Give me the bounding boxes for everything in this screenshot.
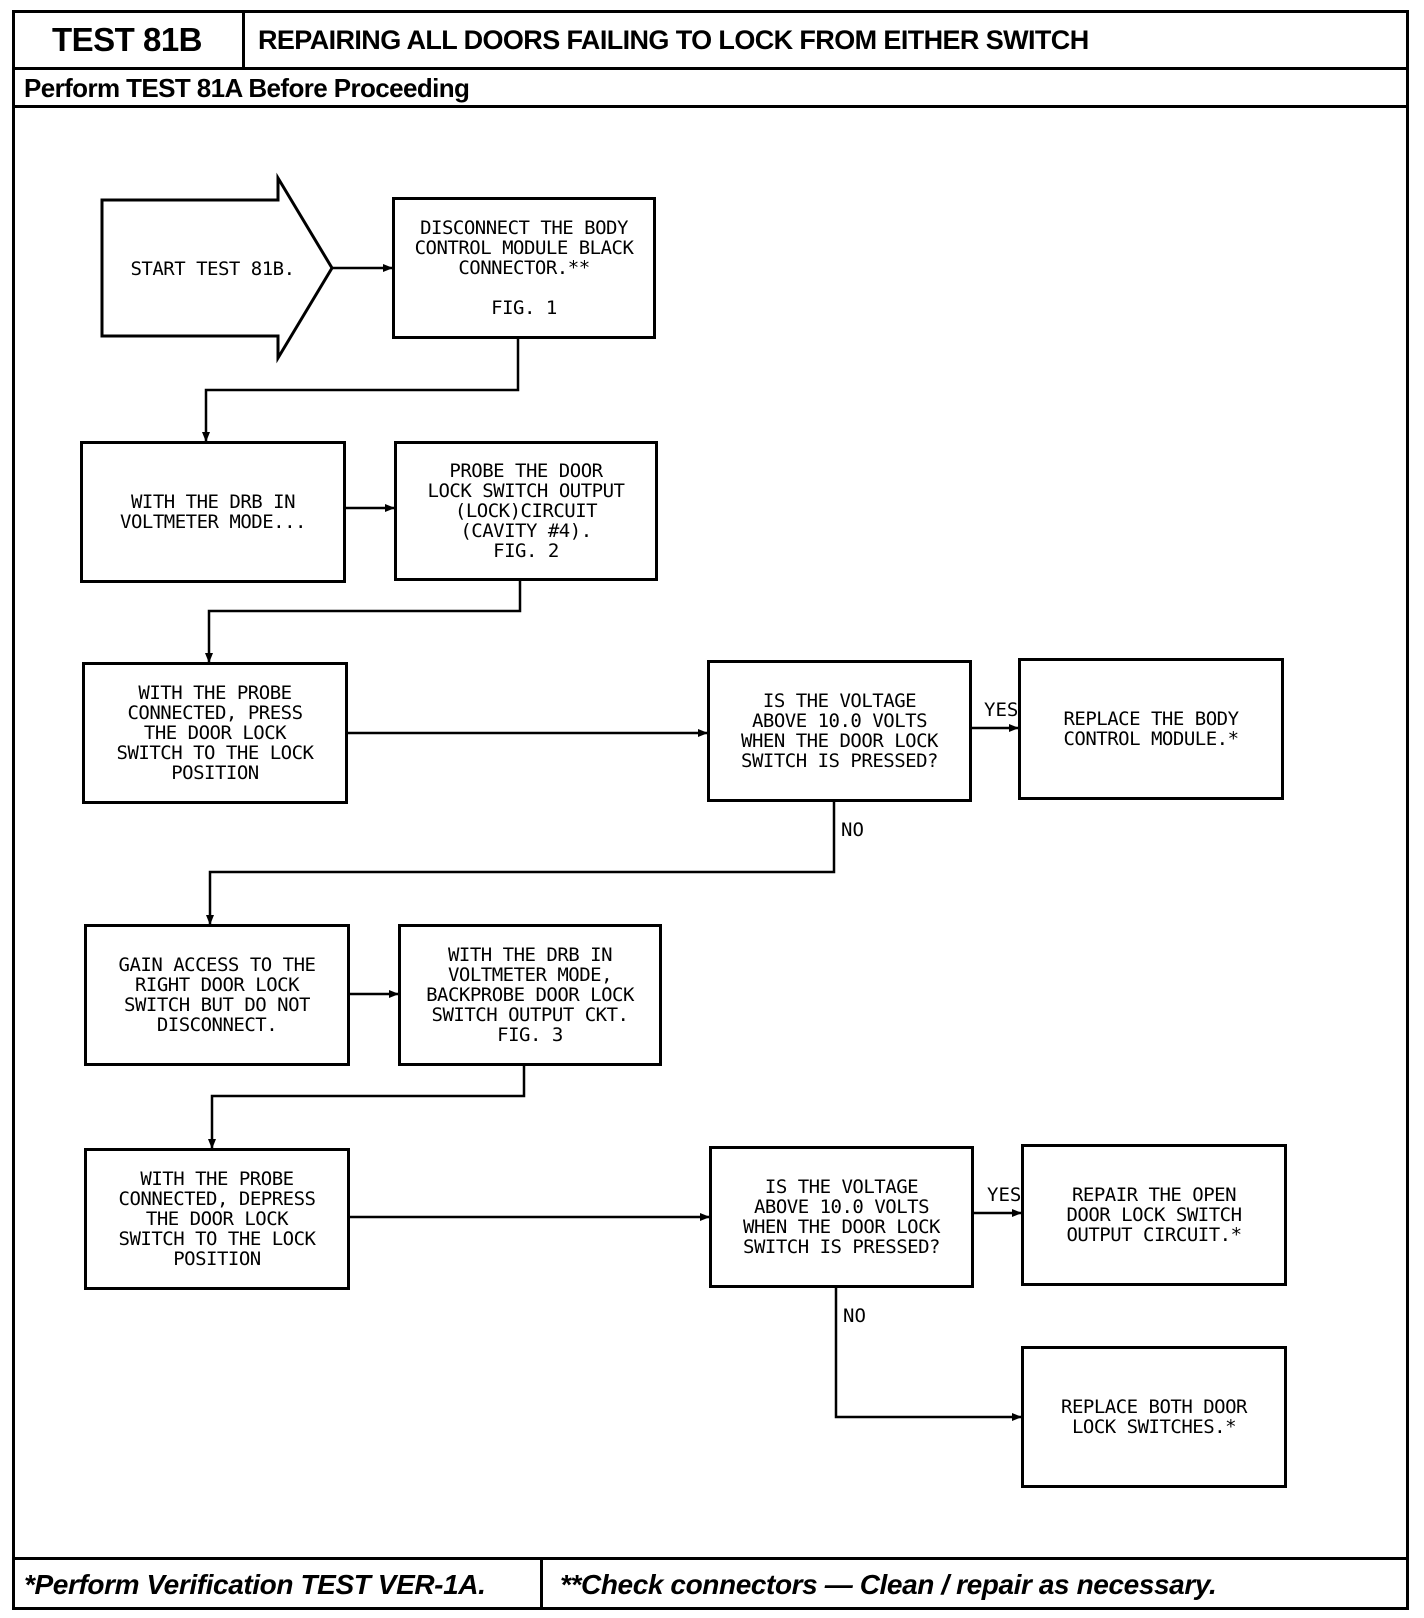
step-replace-bcm: REPLACE THE BODY CONTROL MODULE.* [1018, 658, 1284, 800]
test-id: TEST 81B [12, 10, 245, 70]
prerequisite-note: Perform TEST 81A Before Proceeding [24, 72, 470, 103]
yes-label-1: YES [984, 699, 1019, 721]
step-drb-voltmeter: WITH THE DRB IN VOLTMETER MODE... [80, 441, 346, 583]
start-arrow-shape [100, 172, 334, 364]
decision-voltage-2: IS THE VOLTAGE ABOVE 10.0 VOLTS WHEN THE… [709, 1146, 974, 1288]
step-replace-switches: REPLACE BOTH DOOR LOCK SWITCHES.* [1021, 1346, 1287, 1488]
no-label-2: NO [843, 1305, 866, 1327]
footer-divider [540, 1557, 543, 1610]
start-label: START TEST 81B. [130, 258, 295, 280]
step-press-lock-switch: WITH THE PROBE CONNECTED, PRESS THE DOOR… [82, 662, 348, 804]
footer-row [12, 1557, 1409, 1610]
footer-connector-note: **Check connectors — Clean / repair as n… [560, 1569, 1217, 1600]
page-frame [12, 10, 1409, 1610]
no-label-1: NO [841, 819, 864, 841]
header-row [12, 10, 1409, 70]
decision-voltage-1: IS THE VOLTAGE ABOVE 10.0 VOLTS WHEN THE… [707, 660, 972, 802]
yes-label-2: YES [987, 1184, 1022, 1206]
page-title: REPAIRING ALL DOORS FAILING TO LOCK FROM… [258, 24, 1089, 55]
footer-verification-note: *Perform Verification TEST VER-1A. [24, 1569, 486, 1600]
step-backprobe: WITH THE DRB IN VOLTMETER MODE, BACKPROB… [398, 924, 662, 1066]
step-gain-access: GAIN ACCESS TO THE RIGHT DOOR LOCK SWITC… [84, 924, 350, 1066]
step-disconnect-bcm: DISCONNECT THE BODY CONTROL MODULE BLACK… [392, 197, 656, 339]
subheader-row [12, 70, 1409, 108]
step-probe-lock-circuit: PROBE THE DOOR LOCK SWITCH OUTPUT (LOCK)… [394, 441, 658, 581]
step-depress-lock-switch: WITH THE PROBE CONNECTED, DEPRESS THE DO… [84, 1148, 350, 1290]
step-repair-open-circuit: REPAIR THE OPEN DOOR LOCK SWITCH OUTPUT … [1021, 1144, 1287, 1286]
